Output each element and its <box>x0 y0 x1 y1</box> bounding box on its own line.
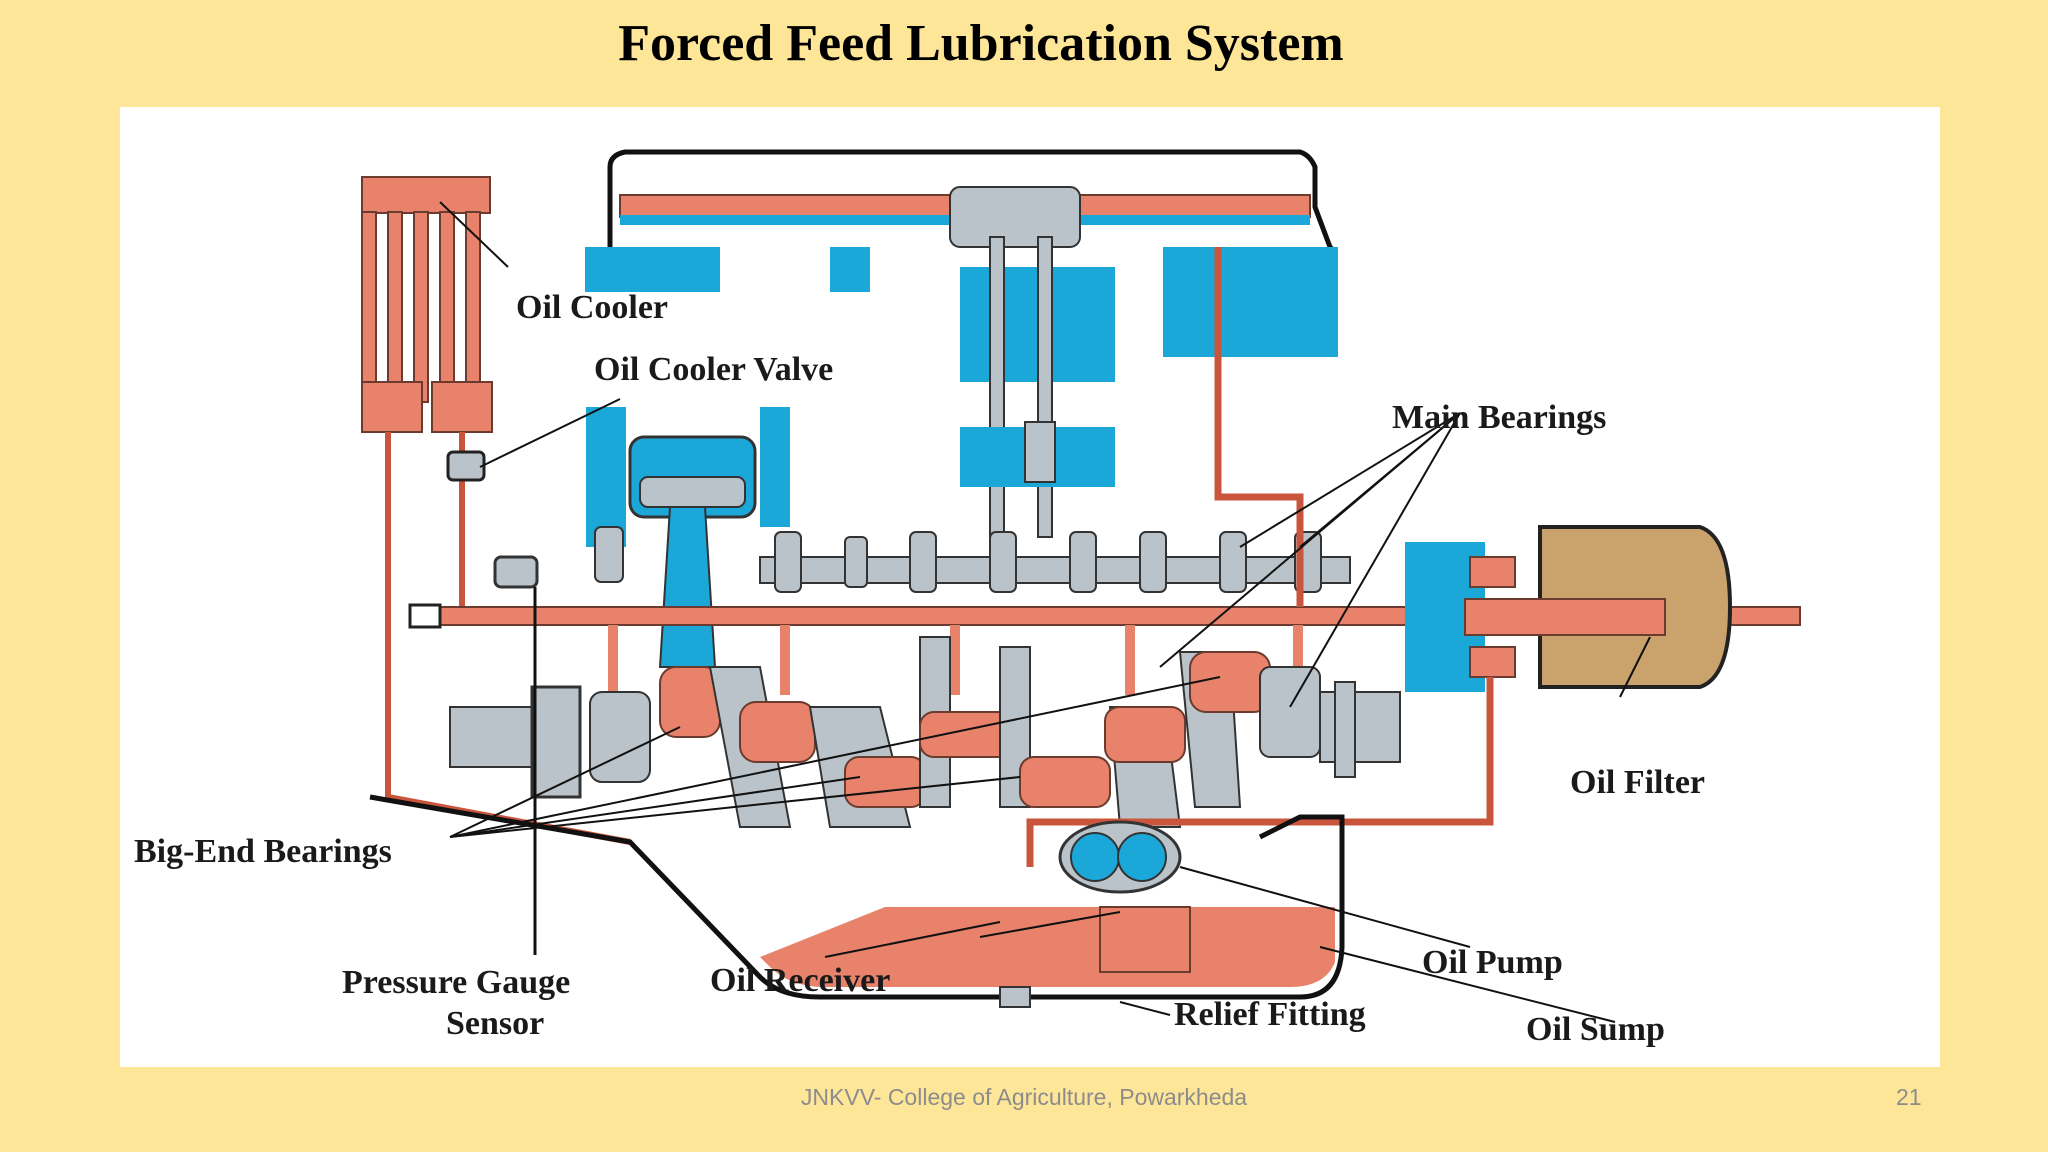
connecting-rod <box>658 506 717 668</box>
label-oil-cooler: Oil Cooler <box>516 289 669 326</box>
label-oil-cooler-valve: Oil Cooler Valve <box>594 351 834 388</box>
pressure-gauge <box>493 555 539 589</box>
label-relief-fitting: Relief Fitting <box>1174 996 1366 1033</box>
slide-title: Forced Feed Lubrication System <box>618 15 1344 72</box>
engine-illustration <box>361 149 1801 1023</box>
oil-cooler-valve <box>446 450 486 482</box>
timing-gear <box>530 685 582 799</box>
label-big-end-bearings: Big-End Bearings <box>134 833 392 870</box>
head-block-right <box>1163 247 1338 357</box>
valve-cover <box>607 149 1337 287</box>
oil-receiver <box>1099 906 1191 973</box>
label-oil-pump: Oil Pump <box>1422 944 1563 981</box>
oil-sump <box>369 794 1345 1000</box>
label-main-bearings: Main Bearings <box>1392 399 1607 436</box>
label-pressure-gauge-line2: Sensor <box>446 1005 545 1042</box>
head-block-mid <box>830 247 870 292</box>
head-block-left <box>585 247 720 292</box>
oil-level <box>760 907 1335 987</box>
label-oil-sump: Oil Sump <box>1526 1011 1665 1048</box>
lubrication-diagram: Oil Cooler Oil Cooler Valve Main Bearing… <box>120 107 1940 1067</box>
label-pressure-gauge-line1: Pressure Gauge <box>342 964 571 1001</box>
slide-footer: JNKVV- College of Agriculture, Powarkhed… <box>800 1084 1248 1110</box>
page-number: 21 <box>1896 1084 1922 1110</box>
label-oil-filter: Oil Filter <box>1570 764 1706 801</box>
relief-fitting <box>999 986 1031 1008</box>
label-oil-receiver: Oil Receiver <box>710 962 891 999</box>
oil-cooler-body <box>361 176 491 214</box>
